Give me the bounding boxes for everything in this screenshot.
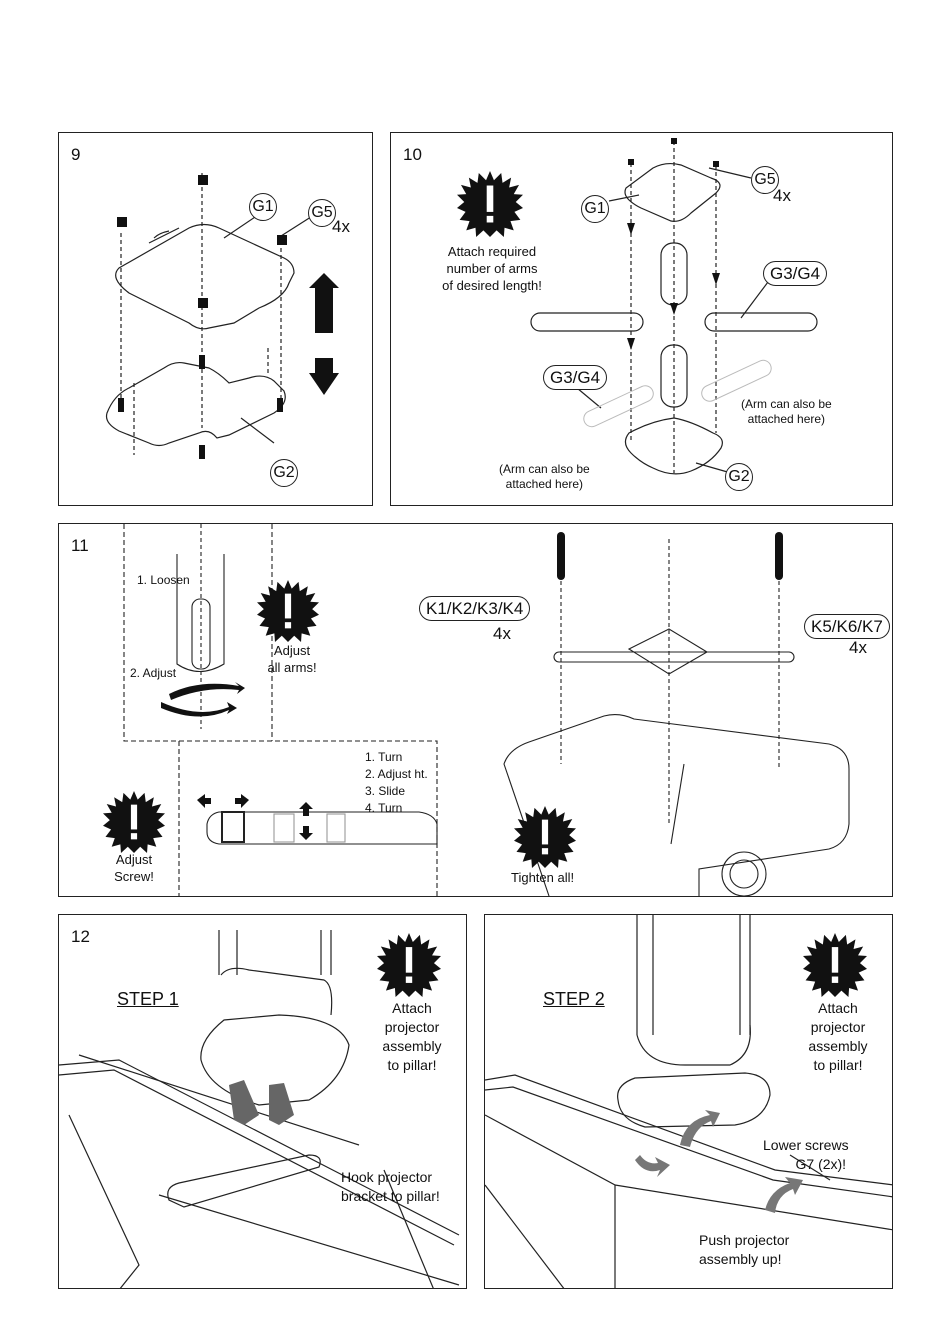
warning-adjust-arms: Adjust all arms! [267, 643, 317, 675]
warning-tighten-all: Tighten all! [511, 870, 575, 885]
quantity-label: 4x [773, 186, 791, 205]
part-label-k1-k4: K1/K2/K3/K4 [419, 596, 531, 621]
step-number: 12 [71, 927, 90, 946]
step-heading: STEP 1 [117, 989, 179, 1009]
warning-starburst-icon [377, 933, 441, 997]
part-label-g2: G2 [270, 459, 298, 487]
warning-starburst-icon [514, 806, 576, 868]
part-label-g1: G1 [249, 193, 277, 221]
note-lower-screws: Lower screws G7 (2x)! [763, 1137, 849, 1172]
part-label-k5-k7: K5/K6/K7 [804, 614, 890, 639]
note-arm-alt-right: (Arm can also be attached here) [741, 397, 832, 426]
warning-adjust-screw: Adjust Screw! [114, 852, 154, 884]
step-heading: STEP 2 [543, 989, 605, 1009]
note-arm-alt-left: (Arm can also be attached here) [499, 462, 590, 491]
part-label-g5: G5 [308, 199, 336, 227]
instruction-loosen: 1. Loosen [137, 573, 190, 587]
warning-starburst-icon [257, 580, 319, 642]
part-label-g3g4-right: G3/G4 [763, 261, 828, 286]
note-push-assembly: Push projector assembly up! [699, 1232, 790, 1267]
warning-attach-assembly: Attach projector assembly to pillar! [382, 1000, 442, 1073]
warning-attach-assembly: Attach projector assembly to pillar! [808, 1000, 868, 1073]
adjustment-illustration [123, 524, 850, 896]
panel-step-12-part-1: 12 STEP 1 Attach projector assembly to p… [58, 914, 467, 1289]
warning-text: Attach required number of arms of desire… [442, 244, 542, 293]
panel-step-9: 9 G1 G5 4x G2 [58, 132, 373, 506]
part-label-g5: G5 [751, 166, 779, 194]
step-number: 10 [403, 145, 422, 164]
part-label-g1: G1 [581, 195, 609, 223]
quantity-label: 4x [493, 624, 511, 643]
push-assembly-illustration [485, 915, 892, 1288]
panel-step-10: 10 Attach required number of arms of des… [390, 132, 893, 506]
panel-step-11: 11 [58, 523, 893, 897]
quantity-label: 4x [332, 217, 350, 236]
quantity-label: 4x [849, 638, 867, 657]
part-label-g2: G2 [725, 463, 753, 491]
warning-starburst-icon [803, 933, 867, 997]
step-number: 9 [71, 145, 81, 164]
instruction-adjust: 2. Adjust [130, 666, 177, 680]
arms-assembly-illustration [530, 138, 818, 475]
base-plate-assembly-illustration [105, 173, 339, 459]
hook-bracket-illustration [59, 930, 460, 1288]
adjustment-steps-list: 1. Turn 2. Adjust ht. 3. Slide 4. Turn [365, 750, 428, 815]
step-number: 11 [71, 536, 89, 555]
panel-step-12-part-2: STEP 2 Attach projector assembly to pill… [484, 914, 893, 1289]
note-hook-bracket: Hook projector bracket to pillar! [341, 1169, 440, 1204]
part-label-g3g4-left: G3/G4 [543, 365, 608, 390]
warning-starburst-icon [103, 791, 165, 853]
